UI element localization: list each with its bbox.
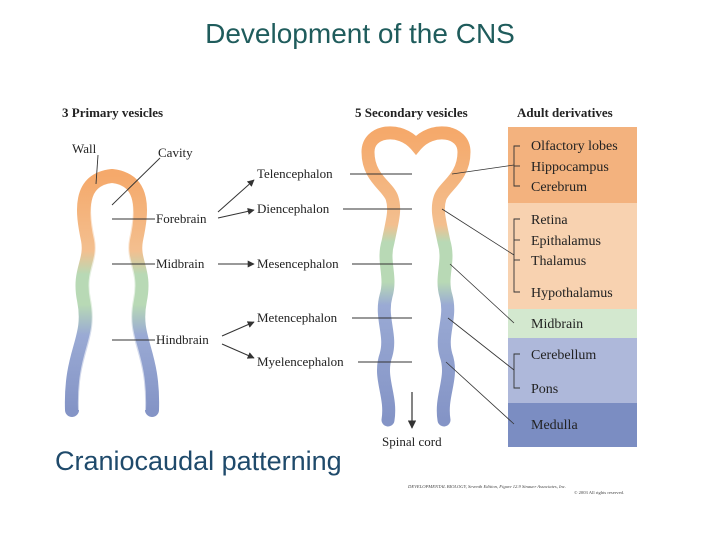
label-cavity: Cavity — [158, 145, 193, 160]
connector-myelencephalon — [445, 361, 515, 425]
caption: Craniocaudal patterning — [55, 446, 342, 476]
band-mesencephalon — [508, 309, 637, 338]
primary-vesicle-hindbrain: Hindbrain — [156, 332, 209, 347]
adult-olfactory-lobes: Olfactory lobes — [531, 139, 618, 154]
primary-vesicle-midbrain: Midbrain — [156, 256, 205, 271]
credit-line-2: © 2003 All rights reserved. — [574, 490, 624, 495]
connector-telencephalon — [451, 164, 515, 175]
header-secondary-vesicles: 5 Secondary vesicles — [355, 105, 468, 120]
adult-medulla: Medulla — [531, 418, 578, 433]
arrow-hindbrain-myelencephalon — [221, 343, 255, 359]
label-wall: Wall — [72, 141, 97, 156]
connector-mesencephalon — [449, 263, 515, 324]
arrow-forebrain-telencephalon — [217, 179, 255, 213]
band-myelencephalon — [508, 403, 637, 447]
bracket-metencephalon — [513, 353, 520, 389]
cavity-pointer — [111, 157, 161, 206]
adult-pons: Pons — [531, 382, 558, 397]
secondary-vesicle-diencephalon: Diencephalon — [257, 201, 330, 216]
adult-thalamus: Thalamus — [531, 254, 586, 269]
primary-vesicle-forebrain: Forebrain — [156, 211, 207, 226]
secondary-vesicle-mesencephalon: Mesencephalon — [257, 256, 339, 271]
band-diencephalon — [508, 203, 637, 309]
arrow-hindbrain-metencephalon — [221, 321, 255, 337]
slide-title: Development of the CNS — [205, 18, 515, 49]
primary-tube-inner-line — [77, 182, 147, 411]
header-adult-derivatives: Adult derivatives — [517, 105, 613, 120]
adult-epithalamus: Epithalamus — [531, 234, 601, 249]
adult-hypothalamus: Hypothalamus — [531, 286, 613, 301]
wall-pointer — [95, 154, 99, 185]
adult-cerebellum: Cerebellum — [531, 348, 596, 363]
adult-cerebrum: Cerebrum — [531, 180, 587, 195]
arrow-forebrain-diencephalon — [217, 207, 255, 219]
header-primary-vesicles: 3 Primary vesicles — [62, 105, 163, 120]
secondary-vesicle-metencephalon: Metencephalon — [257, 310, 338, 325]
primary-neural-tube — [64, 168, 160, 417]
adult-retina: Retina — [531, 213, 568, 228]
credit-line-1: DEVELOPMENTAL BIOLOGY, Seventh Edition, … — [407, 484, 566, 490]
connector-diencephalon — [441, 208, 515, 256]
adult-midbrain: Midbrain — [531, 317, 583, 332]
label-spinal-cord: Spinal cord — [382, 434, 442, 449]
secondary-vesicle-telencephalon: Telencephalon — [257, 166, 333, 181]
secondary-vesicle-myelencephalon: Myelencephalon — [257, 354, 344, 369]
band-telencephalon — [508, 127, 637, 203]
band-metencephalon — [508, 338, 637, 403]
connector-metencephalon — [447, 317, 515, 371]
adult-hippocampus: Hippocampus — [531, 160, 609, 175]
secondary-neural-tube — [361, 126, 471, 427]
bracket-diencephalon — [513, 218, 520, 293]
